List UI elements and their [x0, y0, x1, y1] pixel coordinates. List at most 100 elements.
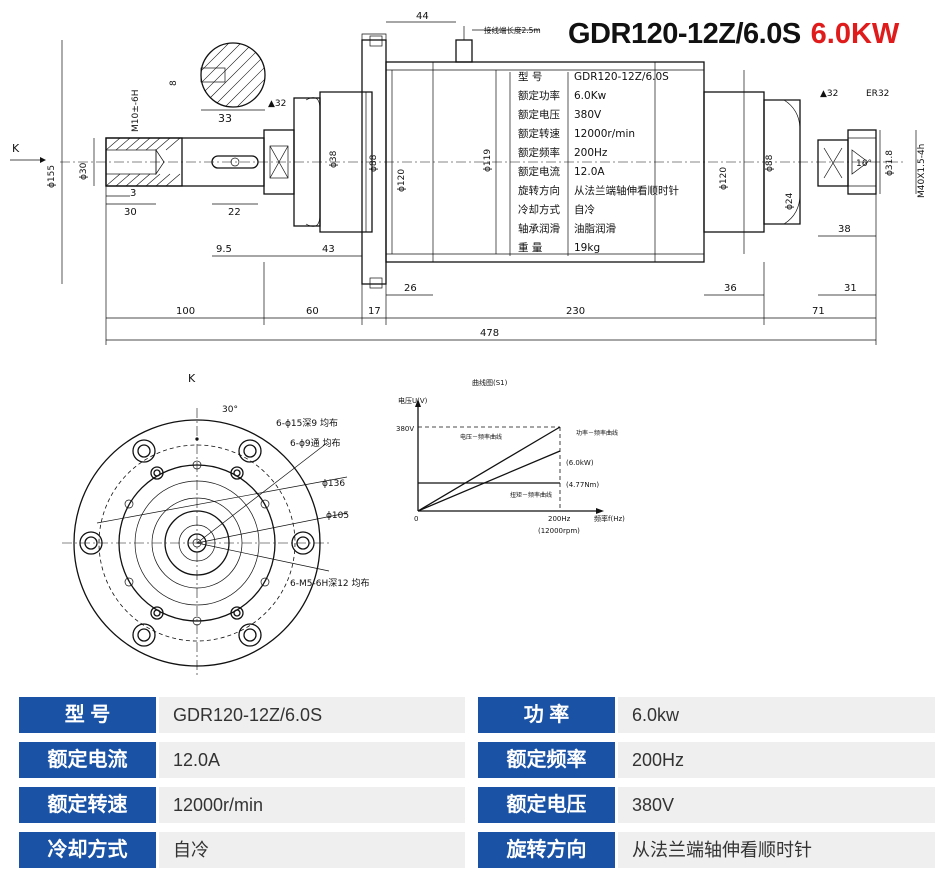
- dim-phi24: ϕ24: [785, 192, 795, 210]
- np-label-6: 旋转方向: [518, 184, 560, 197]
- dim-phi119: ϕ119: [483, 149, 493, 172]
- np-label-9: 重 量: [518, 241, 543, 254]
- end-holes-c: 6-M5-6H深12 均布: [290, 577, 370, 589]
- spec-row: 型 号 GDR120-12Z/6.0S 功 率 6.0kw: [19, 697, 935, 733]
- dim-3: 3: [130, 188, 136, 199]
- dim-36: 36: [724, 283, 737, 294]
- dim-phi88-right: ϕ88: [765, 154, 775, 172]
- dim-31: 31: [844, 283, 857, 294]
- np-label-3: 额定转速: [518, 127, 560, 140]
- spec-label: 冷却方式: [19, 832, 156, 868]
- title-power: 6.0KW: [810, 18, 900, 50]
- dim-9-5: 9.5: [216, 244, 232, 255]
- np-label-1: 额定功率: [518, 89, 560, 102]
- curve-x200: 200Hz: [548, 515, 571, 523]
- curve-line-torque: 扭矩－频率曲线: [510, 491, 552, 499]
- dim-phi31-8: ϕ31.8: [885, 150, 895, 176]
- curve-line-voltage: 电压－频率曲线: [460, 433, 502, 441]
- end-view-drawing: K: [62, 372, 370, 678]
- end-ang30: 30°: [222, 405, 238, 415]
- voltage-frequency-curve: 曲线图(S1) 电压U(V) 380V 0 200Hz (12000rpm) 频…: [396, 378, 625, 535]
- key-dim-33: 33: [218, 112, 232, 125]
- curve-xlabel: 频率f(Hz): [594, 514, 625, 523]
- curve-torque-val: (4.77Nm): [566, 481, 599, 489]
- dim-478: 478: [480, 328, 499, 339]
- end-holes-a: 6-ϕ15深9 均布: [276, 417, 338, 429]
- end-phi105: ϕ105: [326, 511, 349, 521]
- dim-17: 17: [368, 306, 381, 317]
- spec-value: 200Hz: [618, 742, 935, 778]
- spec-label: 额定电流: [19, 742, 156, 778]
- spec-row: 额定电流 12.0A 额定频率 200Hz: [19, 742, 935, 778]
- wrench-right: ▲32: [820, 89, 838, 99]
- spec-label: 功 率: [478, 697, 615, 733]
- dim-16deg: 16°: [856, 159, 872, 169]
- dim-phi155: ϕ155: [47, 165, 57, 188]
- side-view-drawing: 8 33: [10, 11, 927, 345]
- spec-table: 型 号 GDR120-12Z/6.0S 功 率 6.0kw 额定电流 12.0A…: [19, 697, 935, 877]
- np-value-9: 19kg: [574, 242, 600, 254]
- spec-value: 12.0A: [159, 742, 465, 778]
- dim-30: 30: [124, 207, 137, 218]
- dim-phi120-right: ϕ120: [719, 167, 729, 190]
- spec-label: 额定电压: [478, 787, 615, 823]
- spec-row: 冷却方式 自冷 旋转方向 从法兰端轴伸看顺时针: [19, 832, 935, 868]
- np-value-0: GDR120-12Z/6.0S: [574, 71, 669, 83]
- dim-38: 38: [838, 224, 851, 235]
- dim-60: 60: [306, 306, 319, 317]
- curve-title: 曲线图(S1): [472, 378, 508, 387]
- power-line: [417, 450, 561, 512]
- dim-22: 22: [228, 207, 241, 218]
- np-value-6: 从法兰端轴伸看顺时针: [574, 184, 679, 197]
- curve-line-power: 功率－频率曲线: [576, 429, 618, 437]
- dim-phi88-left: ϕ88: [369, 154, 379, 172]
- np-label-8: 轴承润滑: [518, 222, 560, 235]
- voltage-line: [417, 426, 561, 512]
- rear-end: [703, 91, 877, 233]
- curve-origin: 0: [414, 515, 418, 523]
- curve-ylabel: 电压U(V): [398, 396, 428, 405]
- np-value-5: 12.0A: [574, 166, 605, 178]
- dim-phi120-left: ϕ120: [397, 169, 407, 192]
- curve-power-val: (6.0kW): [566, 459, 594, 467]
- dim-44: 44: [416, 11, 429, 22]
- dim-26: 26: [404, 283, 417, 294]
- er32-label: ER32: [866, 89, 889, 99]
- spec-value: 自冷: [159, 832, 465, 868]
- np-label-2: 额定电压: [518, 108, 560, 121]
- view-label-top: K: [12, 142, 20, 155]
- spec-label: 额定频率: [478, 742, 615, 778]
- spec-label: 额定转速: [19, 787, 156, 823]
- view-label-bottom: K: [188, 372, 196, 385]
- spec-row: 额定转速 12000r/min 额定电压 380V: [19, 787, 935, 823]
- np-value-2: 380V: [574, 109, 602, 121]
- curve-x-rpm: (12000rpm): [538, 527, 580, 535]
- dim-m40: M40X1.5-4h: [917, 144, 927, 198]
- dim-m10: M10±-6H: [131, 90, 141, 133]
- spec-value: 12000r/min: [159, 787, 465, 823]
- dim-43: 43: [322, 244, 335, 255]
- end-phi136: ϕ136: [322, 479, 345, 489]
- np-label-0: 型 号: [518, 70, 542, 83]
- wrench-left: ▲32: [268, 99, 286, 109]
- end-holes-b: 6-ϕ9通 均布: [290, 437, 341, 449]
- spec-value: 6.0kw: [618, 697, 935, 733]
- np-value-8: 油脂润滑: [574, 222, 616, 235]
- key-section: 8 33: [169, 42, 266, 125]
- front-flange: [263, 33, 387, 289]
- dim-phi38: ϕ38: [329, 150, 339, 168]
- dimension-lines: 44 接线端长度2.5m K ϕ155 ϕ30 M10±-6H ϕ120 ϕ88…: [10, 11, 927, 345]
- shaft: [105, 137, 265, 187]
- dim-100: 100: [176, 306, 195, 317]
- dim-230: 230: [566, 306, 585, 317]
- curve-y380: 380V: [396, 425, 414, 433]
- np-value-3: 12000r/min: [574, 128, 635, 140]
- dim-phi30: ϕ30: [79, 162, 89, 180]
- np-value-7: 自冷: [574, 203, 595, 216]
- np-label-5: 额定电流: [518, 165, 560, 178]
- np-value-1: 6.0Kw: [574, 90, 607, 102]
- spec-value: 从法兰端轴伸看顺时针: [618, 832, 935, 868]
- spec-value: GDR120-12Z/6.0S: [159, 697, 465, 733]
- key-dim-8: 8: [169, 80, 179, 86]
